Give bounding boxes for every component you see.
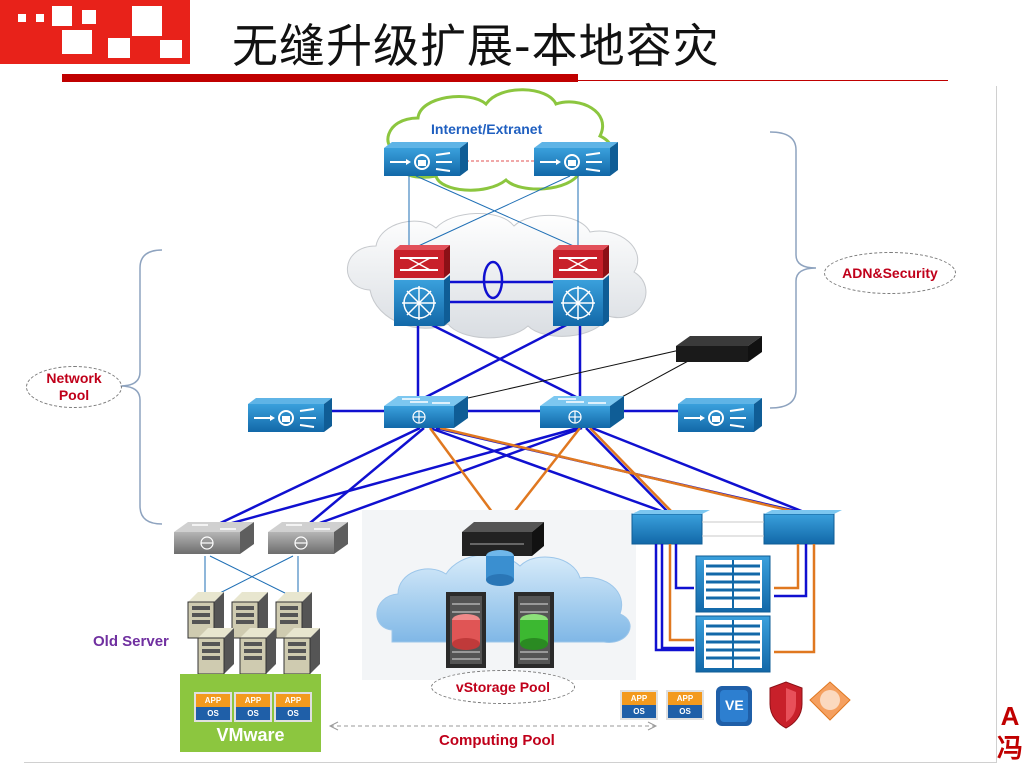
- switch-icon: [383, 395, 469, 429]
- adn-security-brace: [769, 131, 817, 409]
- old-server-label: Old Server: [93, 633, 169, 650]
- network-pool-badge: Network Pool: [26, 366, 122, 408]
- old-servers: [187, 591, 321, 675]
- cloud-icon: [376, 554, 631, 643]
- side-char-a: A: [1000, 701, 1020, 731]
- computing-pool-label: Computing Pool: [439, 732, 555, 749]
- vstorage-pool-badge: vStorage Pool: [431, 670, 575, 704]
- ve-label: VE: [725, 697, 744, 713]
- link-aggregation-ring: [482, 260, 504, 300]
- side-logo-text: A 冯: [996, 700, 1024, 764]
- vmware-label: VMware: [216, 725, 285, 745]
- internet-core-links: [408, 175, 579, 250]
- blade-switches: [631, 510, 842, 545]
- network-pool-label-line1: Network: [46, 370, 102, 386]
- network-pool-label-line2: Pool: [58, 387, 90, 403]
- firewall-icon: [383, 141, 469, 177]
- adn-security-label: ADN&Security: [842, 265, 938, 281]
- appliance-links: [467, 349, 691, 399]
- firewall-icon: [247, 397, 333, 433]
- blade-links: [654, 544, 816, 654]
- server-tower-icon: [197, 627, 235, 675]
- network-pool-brace: [119, 249, 163, 525]
- firewall-icon: [677, 397, 763, 433]
- firewall-icon: [533, 141, 619, 177]
- title-underline-rule: [578, 80, 948, 81]
- database-icon: [486, 550, 514, 586]
- access-links: [204, 555, 299, 599]
- shield-icon: [769, 681, 803, 729]
- core-switch-icon: [552, 244, 610, 327]
- side-char-feng: 冯: [996, 733, 1023, 763]
- diagram-frame: [24, 86, 997, 763]
- computing-pool-arrow: [328, 721, 658, 731]
- title-underline-bar: [62, 74, 578, 82]
- blade-chassis-icon: [694, 554, 772, 614]
- vstorage-pool-label: vStorage Pool: [455, 679, 551, 695]
- page-title: 无缝升级扩展-本地容灾: [232, 19, 720, 73]
- switch-icon: [267, 521, 349, 555]
- storage-links: [428, 426, 797, 521]
- database-icon: [520, 614, 548, 650]
- server-tower-icon: [239, 627, 277, 675]
- ve-icon: [716, 686, 752, 726]
- adn-security-badge: ADN&Security: [824, 252, 956, 294]
- appliance-icon: [676, 336, 762, 362]
- core-switch-icon: [393, 244, 451, 327]
- switch-icon: [539, 395, 625, 429]
- blade-chassis-icon: [694, 614, 772, 674]
- cloud-badge-icon: [809, 681, 851, 721]
- server-tower-icon: [283, 627, 321, 675]
- company-logo: [0, 0, 190, 64]
- database-icon: [452, 614, 480, 650]
- switch-icon: [173, 521, 255, 555]
- internet-label: Internet/Extranet: [431, 121, 543, 137]
